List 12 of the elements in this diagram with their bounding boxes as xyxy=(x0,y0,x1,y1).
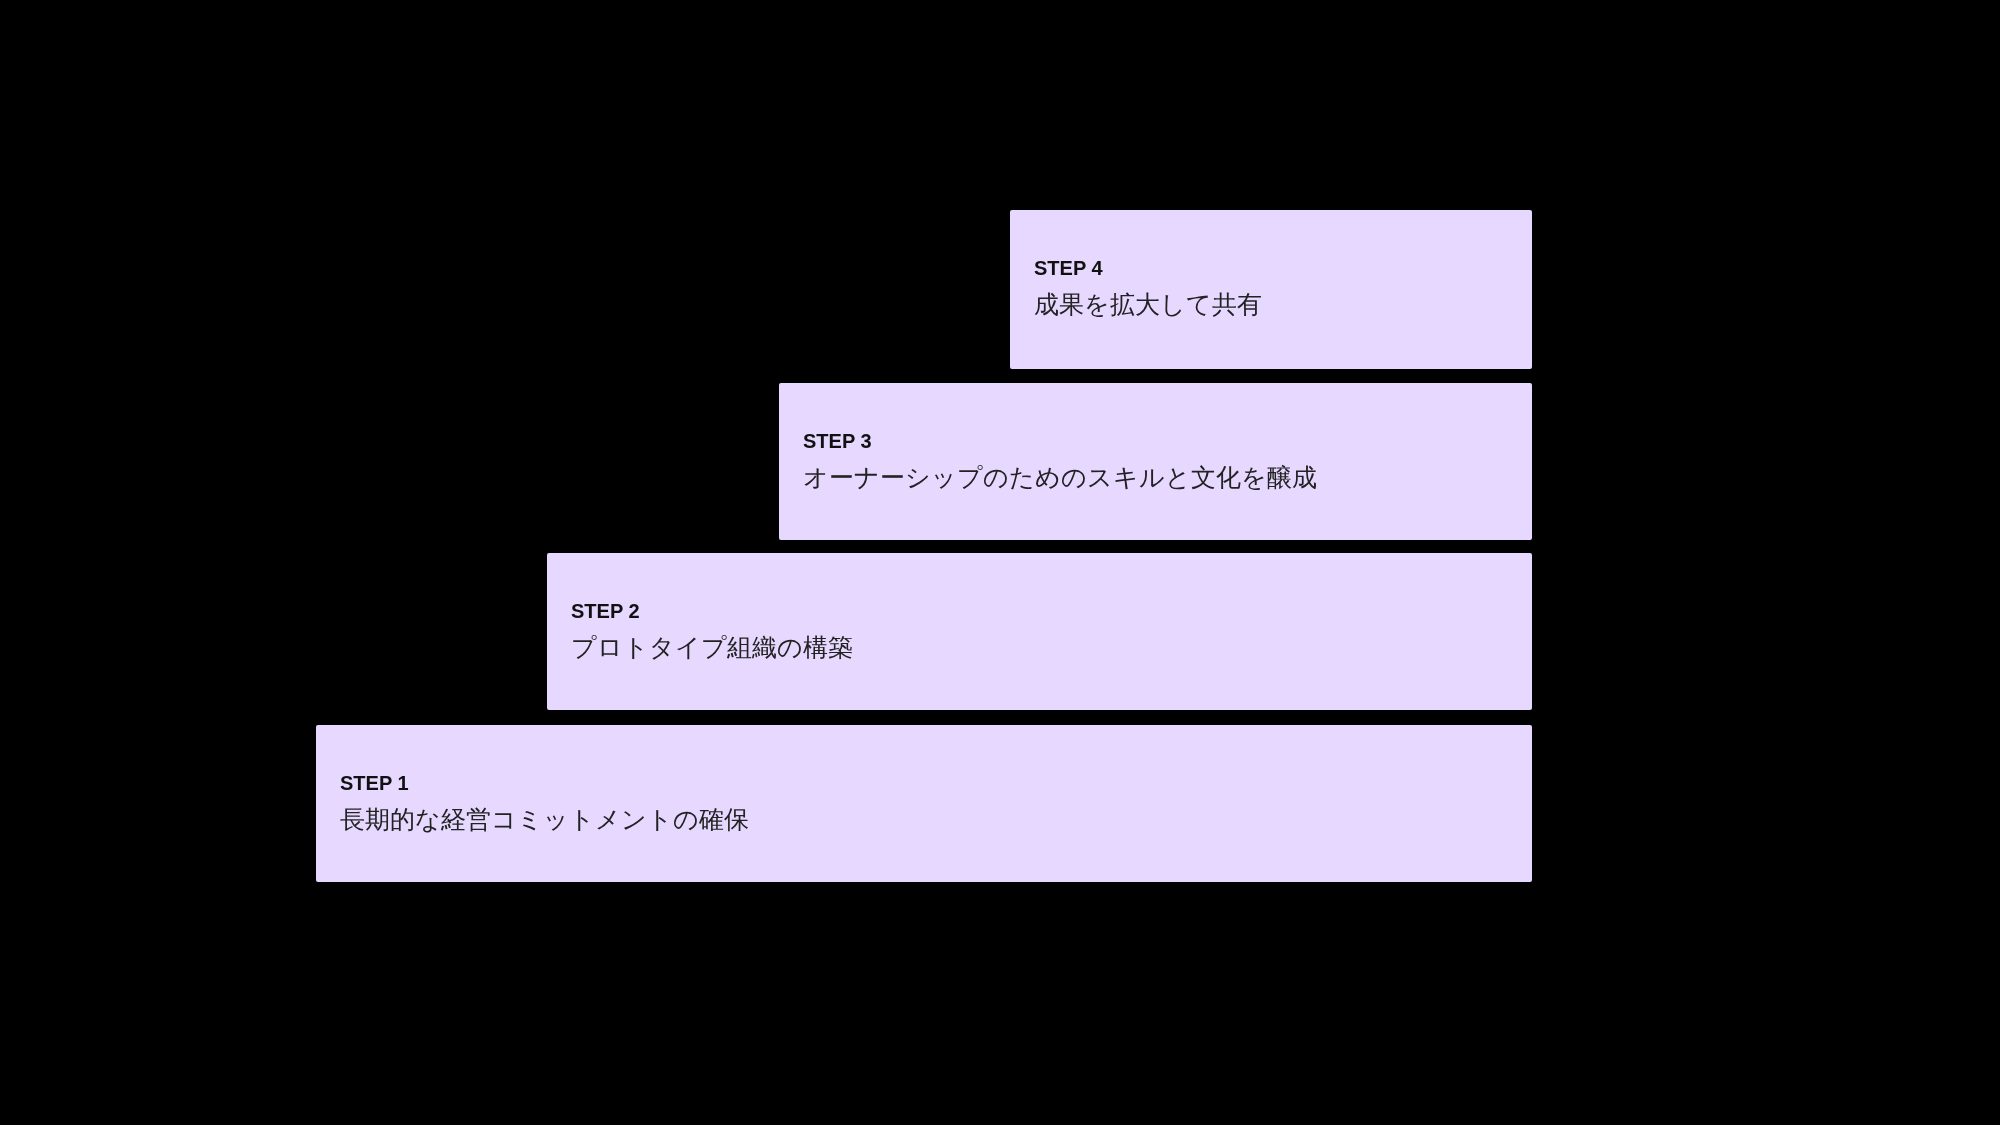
step-description: 成果を拡大して共有 xyxy=(1034,289,1262,320)
step-number: STEP 1 xyxy=(340,771,409,795)
step-box xyxy=(1010,210,1532,369)
step-number: STEP 4 xyxy=(1034,256,1103,280)
step-description: プロトタイプ組織の構築 xyxy=(571,632,853,663)
step-number: STEP 3 xyxy=(803,429,872,453)
step-box xyxy=(316,725,1532,882)
step-description: 長期的な経営コミットメントの確保 xyxy=(340,804,749,835)
step-box xyxy=(779,383,1532,540)
step-description: オーナーシップのためのスキルと文化を醸成 xyxy=(803,462,1317,493)
step-box xyxy=(547,553,1532,710)
step-number: STEP 2 xyxy=(571,599,640,623)
